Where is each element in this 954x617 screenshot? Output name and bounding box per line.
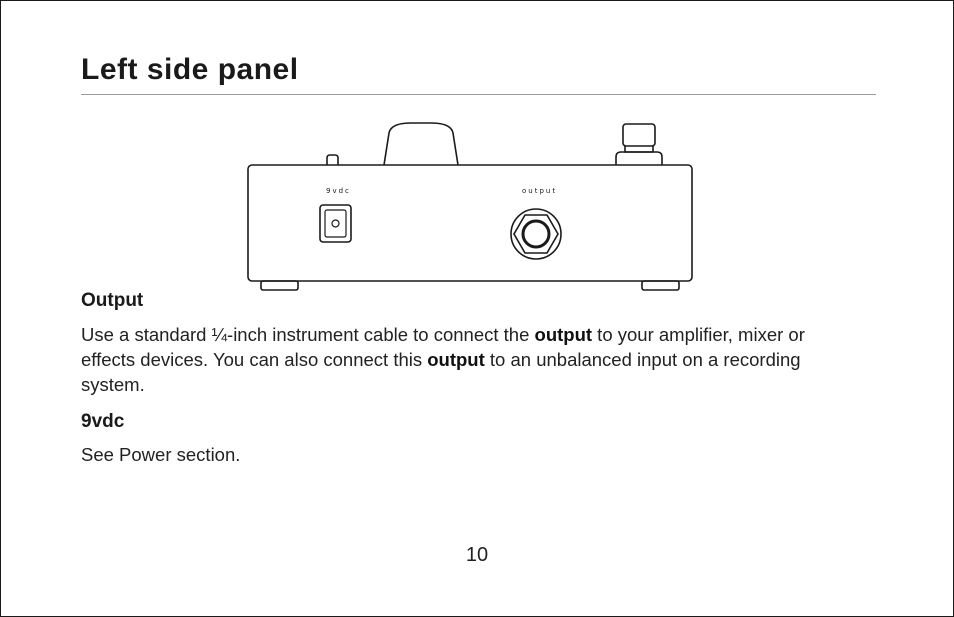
pedal-side-panel-illustration: 9vdc output bbox=[247, 122, 693, 291]
9vdc-description: See Power section. bbox=[81, 444, 241, 465]
dc-jack-pin bbox=[331, 219, 340, 228]
output-jack-socket bbox=[521, 219, 551, 249]
label-9vdc: 9vdc bbox=[326, 187, 351, 195]
page-number: 10 bbox=[465, 544, 489, 566]
output-bold-2: output bbox=[427, 349, 485, 370]
footswitch-cap bbox=[622, 123, 656, 147]
dc-jack-inner bbox=[324, 209, 347, 238]
enclosure-outline bbox=[247, 164, 693, 282]
label-output: output bbox=[522, 187, 557, 195]
9vdc-heading: 9vdc bbox=[81, 411, 125, 432]
output-jack-nut bbox=[513, 214, 559, 254]
led-bump bbox=[326, 154, 339, 165]
output-jack-ring bbox=[510, 208, 562, 260]
output-heading: Output bbox=[81, 290, 144, 311]
output-text-3: to an unbalanced input on a recording sy… bbox=[81, 349, 801, 395]
output-description: Use a standard ¼-inch instrument cable t… bbox=[81, 322, 841, 397]
output-text-1: Use a standard ¼-inch instrument cable t… bbox=[81, 324, 535, 345]
footswitch-nut bbox=[615, 151, 663, 165]
output-text-2: to your amplifier, mixer or effects devi… bbox=[81, 324, 805, 370]
dc-jack-outer bbox=[319, 204, 352, 243]
rubber-foot-right bbox=[641, 280, 680, 291]
knob-icon bbox=[383, 122, 459, 166]
title-divider bbox=[81, 94, 876, 95]
footswitch-stem bbox=[624, 146, 654, 153]
output-bold-1: output bbox=[534, 324, 593, 345]
page-title: Left side panel bbox=[81, 53, 299, 86]
rubber-foot-left bbox=[260, 280, 299, 291]
